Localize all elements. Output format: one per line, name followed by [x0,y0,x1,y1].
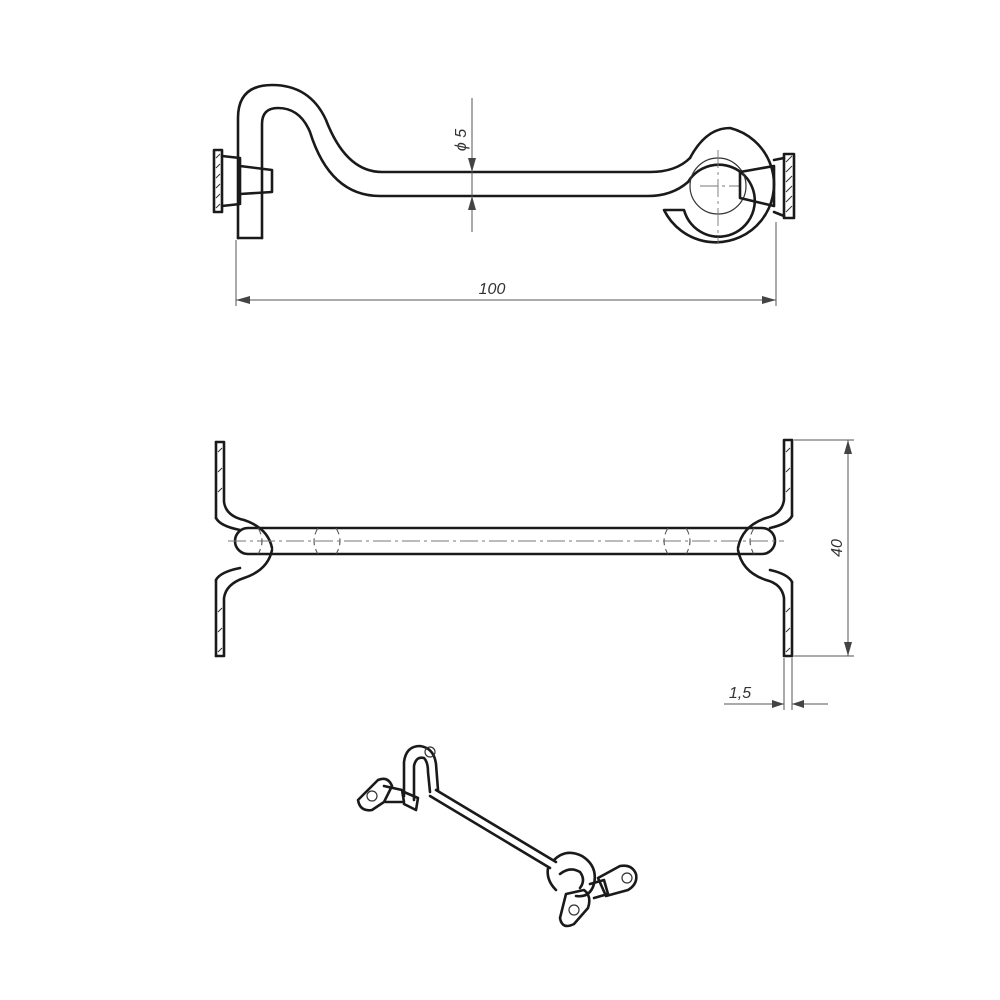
plan-rod [228,526,784,556]
isometric-view [356,744,638,928]
diameter-label: ϕ 5 [453,129,470,151]
iso-bottom-tab [558,888,591,928]
left-mount-plate [212,148,274,214]
width-label: 40 [829,539,846,557]
diameter-dimension: ϕ 5 [453,98,476,232]
right-mount-plate [738,152,796,220]
hook-rod [236,83,692,240]
plan-view: 40 1,5 [214,438,854,710]
iso-right-tab [588,864,638,900]
top-view: ϕ 5 100 [212,83,796,306]
thickness-dimension: 1,5 [724,658,828,710]
iso-eye [546,851,597,898]
right-plates [736,438,794,658]
thickness-label: 1,5 [729,685,751,702]
length-label: 100 [479,281,506,298]
width-dimension: 40 [794,439,854,657]
iso-left-tab [356,777,420,812]
iso-hook [402,744,558,870]
left-plates [214,440,274,658]
length-dimension: 100 [235,222,777,306]
eye-ring [662,126,776,244]
